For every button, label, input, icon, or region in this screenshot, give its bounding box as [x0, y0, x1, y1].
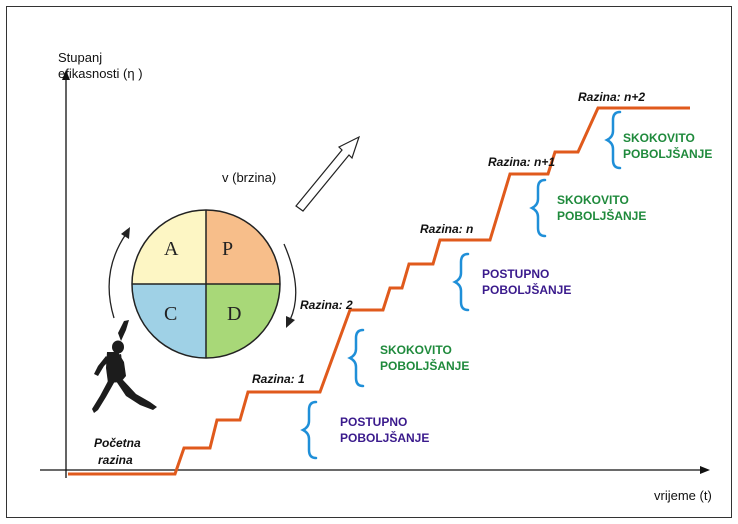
stepwise-improvement-1: SKOKOVITO POBOLJŠANJE [380, 342, 469, 374]
pdca-letter-a: A [164, 238, 179, 260]
speed-label: v (brzina) [222, 170, 277, 185]
level-start-line1: Početna [94, 436, 141, 450]
level-2-label: Razina: 2 [300, 298, 353, 312]
level-n2-label: Razina: n+2 [578, 90, 646, 104]
level-n-label: Razina: n [420, 222, 474, 236]
step-1-line2: POBOLJŠANJE [380, 359, 470, 373]
rotation-arrowhead-left [121, 227, 130, 239]
quadrant-d [206, 284, 280, 358]
gradual-improvement-1: POSTUPNO POBOLJŠANJE [340, 414, 429, 446]
outer-frame [6, 6, 732, 518]
y-axis-label-line1: Stupanj [58, 50, 103, 65]
x-axis-label: vrijeme (t) [654, 488, 712, 503]
step-2-line2: POBOLJŠANJE [557, 209, 647, 223]
step-1-line1: SKOKOVITO [380, 343, 452, 357]
quadrant-a [132, 210, 206, 284]
x-axis-arrowhead [700, 466, 710, 474]
gradual-1-line1: POSTUPNO [340, 415, 408, 429]
person-pushing-icon [92, 320, 157, 413]
step-2-line1: SKOKOVITO [557, 193, 629, 207]
pdca-wheel [131, 209, 281, 359]
stepwise-improvement-2: SKOKOVITO POBOLJŠANJE [557, 192, 646, 224]
quadrant-p [206, 210, 280, 284]
step-3-line2: POBOLJŠANJE [623, 147, 713, 161]
level-n1-label: Razina: n+1 [488, 155, 556, 169]
pdca-letter-c: C [164, 303, 178, 325]
rotation-arrowhead-right [286, 316, 295, 328]
rotation-arrow-left [108, 233, 127, 319]
brace-gradual-1 [300, 400, 318, 460]
y-axis-label-line2: efikasnosti (η ) [58, 66, 143, 81]
step-3-line1: SKOKOVITO [623, 131, 695, 145]
brace-step-1 [347, 328, 365, 388]
gradual-1-line2: POBOLJŠANJE [340, 431, 430, 445]
rotation-arrow-right [283, 243, 297, 321]
gradual-2-line1: POSTUPNO [482, 267, 550, 281]
stepwise-improvement-3: SKOKOVITO POBOLJŠANJE [623, 130, 712, 162]
brace-step-2 [529, 178, 547, 238]
level-1-label: Razina: 1 [252, 372, 305, 386]
brace-step-3 [604, 110, 622, 170]
brace-gradual-2 [452, 252, 470, 312]
improvement-staircase [68, 106, 690, 476]
gradual-2-line2: POBOLJŠANJE [482, 283, 572, 297]
pdca-letter-d: D [227, 303, 242, 325]
pdca-letter-p: P [222, 238, 234, 260]
gradual-improvement-2: POSTUPNO POBOLJŠANJE [482, 266, 571, 298]
level-start-line2: razina [98, 453, 133, 467]
direction-arrow [295, 135, 361, 212]
quadrant-c [132, 284, 206, 358]
y-axis-arrowhead [62, 70, 70, 80]
